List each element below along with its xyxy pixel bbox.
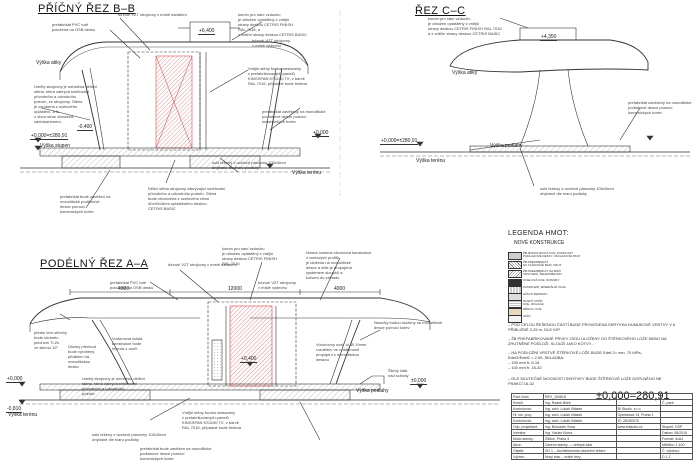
cc-label-podlahy: Výška podlahy [490,143,523,149]
bb-note-11: sokl řešený z ocelové pásoviny 100x3mm o… [212,160,286,170]
aa-dim-a: 4000 [118,286,130,292]
aa-level-floor: +0,000 [6,376,24,383]
aa-note-8: Vodorovná svislá konstrukce bude řešena … [112,336,143,351]
cc-label-atiky: Výška atiky [452,70,478,76]
bb-note-2: prefabrikát PVC tvář položená na OSB des… [52,22,96,32]
cc-level-top: +4,350 [540,34,558,41]
cc-note-2: sokl řešený z ocelové pásoviny 100x3mm o… [540,186,614,196]
section-bb-drawing [20,17,330,209]
section-cc-title: ŘEZ C–C [415,5,466,17]
bb-note-6: Umělý strojovny je umístěna děliční stěn… [34,84,97,124]
cc-note-1: komín pro sání vzduchu je obložen oplašt… [428,16,502,36]
aa-note-7: přední lem střechy bude chráněn plechem … [34,330,67,350]
legend-note-1: – POD CELOU ŘEŠENOU ČÁSTÍ BUDE PROVEDENA… [508,322,676,332]
bb-note-3: komín pro sání vzduchu je obložen oplašt… [238,12,307,37]
cc-note-3: prefabrikát zavěšený na monolitické podl… [628,100,692,115]
aa-note-5: tuhnutí VZT strojovny v místě výdechu [258,280,296,290]
section-cc-drawing [380,17,690,187]
bb-note-1: tuhnutí VZT strojovny v místě nadaření [118,12,187,17]
bb-note-5: Vnější stěny budou sestaveny z prefabrik… [248,66,308,86]
aa-note-14: Vodorovný ocel. ul. Ø 19mm rozdělení ve … [316,342,367,362]
legend-swatch [508,315,522,323]
aa-note-10: Umělý strojovny je umístěna děliční stěn… [82,376,145,396]
aa-dim-span: 12000 [228,286,242,292]
aa-note-2: prefabrikát PVC tvář položená na OSB des… [110,280,154,290]
bb-label-terenu: Výška terénu [292,170,322,176]
aa-note-3: komín pro sání vzduchu je obložen oplašt… [222,246,277,266]
legend-note-2: – ŽB PREFABRIKOVANÉ PRVKY JSOU ULOŽENY D… [508,336,667,346]
cc-label-terenu: Výška terénu [416,158,446,164]
bb-note-10: prefabrikát bude zavěšen na monolitické … [60,194,111,214]
aa-note-9: Úložný přechod bude vyrobený přidáním na… [68,344,96,369]
legend-item: SOKL [508,314,648,324]
legend-swatch [508,270,522,278]
bb-label-stupen: Výška stupen [40,143,71,149]
legend-title: LEGENDA HMOT: [508,230,569,237]
aa-level-ground: -0,810 [6,406,23,413]
aa-note-1: tuhnutí VZT strojovny v místě nadaření [168,262,237,267]
title-block-cell: D.1.2 [660,453,693,460]
bb-level-floor: +0,000=±280,91 [30,133,69,140]
cc-level-floor: +0,000=±280,91 [380,138,419,145]
aa-label-terenu: Výška terénu [8,412,38,418]
legend-swatch [508,261,522,269]
aa-level-mid: +0,400 [240,356,258,363]
title-block-row: Výkres:Nový stav – svislé řezy D.1.2 [511,453,693,460]
legend-item: NOSNÝ ROŠT KCE, IZOLACE [508,299,648,309]
legend-swatch [508,300,522,308]
aa-note-12: prefabrikát bude zavěšen na monolitické … [140,446,212,461]
section-aa-title: PODÉLNÝ ŘEZ A–A [40,258,149,270]
section-bb-title: PŘÍČNÝ ŘEZ B–B [38,3,136,15]
bb-level-top: +6,400 [198,28,216,35]
legend-item: ŽB PREFABRIKÁT NA VLÁKNOVÉ BÁZI, VRUT [508,260,648,270]
aa-level-right: ±0,000 [410,378,428,385]
bb-level-mid: -0,400 [77,124,94,131]
title-block-cell: Nový stav – svislé řezy [542,453,617,460]
aa-note-4: Nosná ocelová obvodová konstrukce z ocel… [306,250,372,280]
legend-swatch [508,252,522,260]
aa-note-13: Vnější stěny budou sestaveny z prefabrik… [182,410,242,430]
aa-note-11: sokl řešený z ocelové pásoviny 100x3mm o… [92,432,166,442]
bb-note-4: tuhnutí VZT strojovny v místě výdechu [252,38,290,48]
bb-note-9: Dělicí stěna strojovny zakrývající smělo… [148,186,226,211]
legend-item: ŽB MONOLITICKÁ KCE, PODKLADY PODLAHOVÉ D… [508,251,648,261]
legend-note-3: – NA PODLOŽNÍ VRSTVĚ ŠTĚRKOVÉ LOŽE BUDE … [508,350,642,370]
bb-level-right: +0,000 [312,130,330,137]
legend-note-4: – DLE SKUTEČNÉ MOCNOSTI SKRÝVKY BUDE ŠTĚ… [508,376,662,386]
aa-label-podlahy: Výška podlahy [356,388,389,394]
bb-label-atiky: Výška atiky [36,60,62,66]
bb-note-8: prefabrikát zavěšený na monolitické podl… [262,109,326,124]
aa-note-15: Šikmý žlab nad schody [388,368,409,378]
aa-dim-c: 4000 [334,286,346,292]
title-block-cell [615,453,662,460]
legend-subtitle: NOVÉ KONSTRUKCE [514,240,565,246]
legend-item: ŽB PREFABRIKÁT NA BÁZI VRSTVENÍ, ŽELEZOB… [508,269,648,279]
section-aa-drawing [18,257,500,441]
title-block-cell: Výkres: [511,453,544,460]
aa-note-6: Nosníky budou uloženy na monolitické des… [374,320,443,330]
